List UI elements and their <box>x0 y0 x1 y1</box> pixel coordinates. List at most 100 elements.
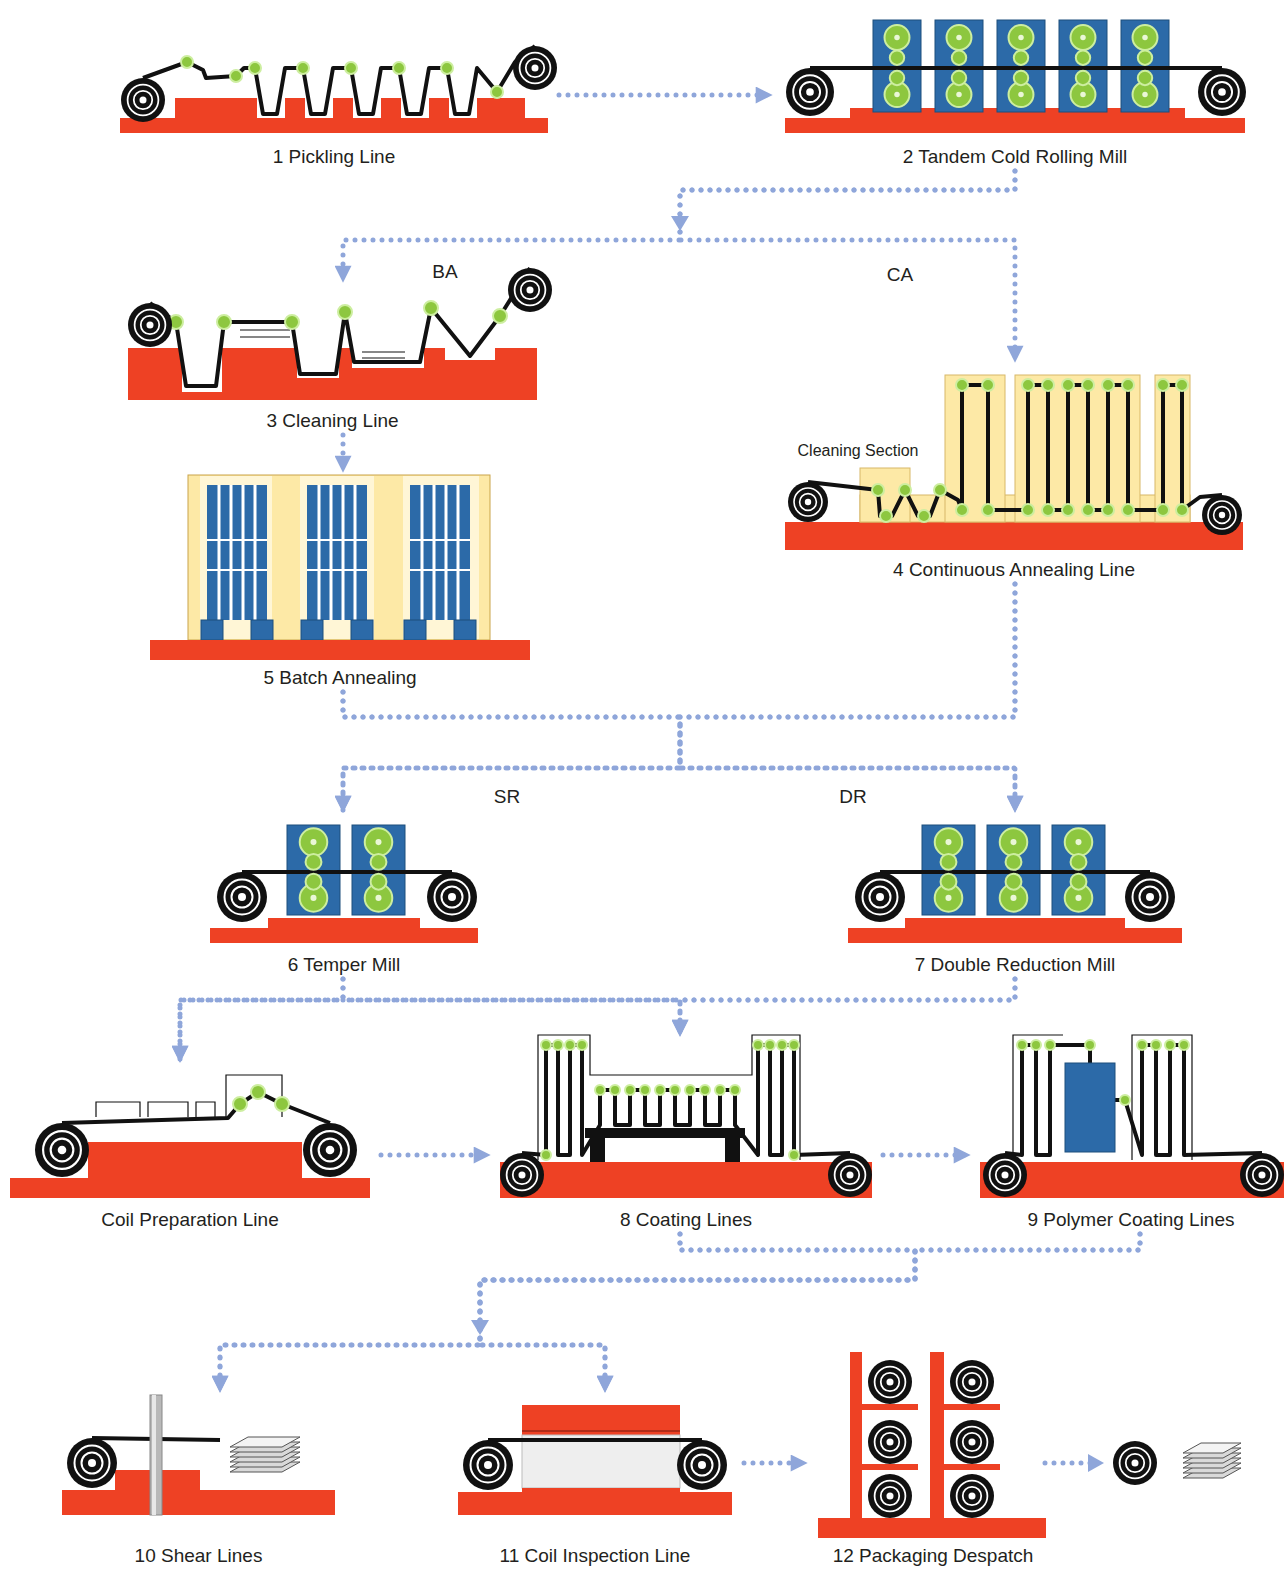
steel-strip <box>810 66 1222 70</box>
guide-roll <box>1071 874 1087 890</box>
guide-roll <box>233 1097 247 1111</box>
guide-roll <box>541 1150 551 1160</box>
coil-body <box>217 872 267 922</box>
steel-coil <box>1240 1153 1284 1197</box>
coil-core <box>526 286 533 293</box>
coil-ring <box>1214 507 1231 524</box>
guide-roll <box>541 1040 551 1050</box>
illustration-space <box>202 812 486 954</box>
coil-ring <box>1133 880 1168 915</box>
guide-roll <box>1065 828 1093 856</box>
coil-ring <box>225 880 260 915</box>
guide-roll <box>577 1040 587 1050</box>
coil-core <box>1219 512 1225 518</box>
guide-roll <box>1076 51 1090 65</box>
guide-roll <box>1062 379 1074 391</box>
shear-blade <box>150 1395 162 1515</box>
coil-ring <box>881 1373 899 1391</box>
coil-core <box>238 893 246 901</box>
coil-core <box>1218 88 1226 96</box>
guide-roll <box>880 510 892 522</box>
flow-connector <box>343 692 680 811</box>
stack-gap <box>354 485 357 620</box>
stack-gap <box>421 485 424 620</box>
guide-roll <box>1157 504 1169 516</box>
guide-roll <box>1022 379 1034 391</box>
guide-roll <box>249 62 261 74</box>
flow-connector <box>480 1234 915 1391</box>
coil-ring <box>51 1139 74 1162</box>
steel-strip <box>242 870 452 874</box>
guide-roll <box>230 70 242 82</box>
guide-roll <box>1176 379 1188 391</box>
roll-axle <box>1018 35 1023 40</box>
guide-roll <box>941 874 957 890</box>
machine-base <box>862 1464 918 1470</box>
illustration-space <box>972 1036 1286 1209</box>
coil-body <box>983 1153 1027 1197</box>
guide-roll <box>1176 504 1188 516</box>
coil-body <box>855 872 905 922</box>
flow-connector <box>480 1234 1140 1391</box>
guide-roll <box>640 1085 650 1095</box>
stack-gap <box>457 485 460 620</box>
flow-connector <box>559 93 771 98</box>
guide-roll <box>982 504 994 516</box>
coil-ring <box>319 1139 342 1162</box>
process-station: 4 Continuous Annealing Line <box>777 362 1251 581</box>
station-label: 1 Pickling Line <box>112 146 556 168</box>
steel-coil <box>868 1420 912 1464</box>
guide-roll <box>251 1085 265 1099</box>
machine-base <box>944 1404 1000 1410</box>
guide-roll <box>1082 504 1094 516</box>
guide-roll <box>899 484 911 496</box>
machine-base <box>522 1405 680 1435</box>
coil-ring <box>863 880 898 915</box>
steel-coil <box>950 1360 994 1404</box>
sheet-stack <box>230 1437 300 1447</box>
coating-table <box>585 1128 745 1138</box>
guide-roll <box>1071 854 1087 870</box>
coil-ring <box>526 59 544 77</box>
steel-coil <box>463 1440 513 1490</box>
guide-roll <box>1042 504 1054 516</box>
coil-core <box>484 1461 492 1469</box>
coil-body <box>786 68 834 116</box>
coil-ring <box>963 1487 981 1505</box>
machine-base <box>500 1162 872 1198</box>
guide-roll <box>1071 25 1096 50</box>
guide-roll <box>947 25 972 50</box>
machine-base <box>10 1178 370 1198</box>
stack-gap <box>342 485 345 620</box>
steel-coil <box>950 1420 994 1464</box>
steel-coil <box>217 872 267 922</box>
coil-core <box>968 1438 975 1445</box>
flow-arrowhead <box>1088 1454 1104 1472</box>
stack-gap <box>254 485 257 620</box>
guide-roll <box>1137 1040 1147 1050</box>
coil-ring <box>685 1448 720 1483</box>
process-station: 9 Polymer Coating Lines <box>972 1036 1286 1231</box>
steel-strip <box>62 1092 330 1123</box>
shear-blade-highlight <box>152 1395 156 1515</box>
machine-base <box>458 1492 732 1515</box>
guide-roll <box>777 1040 787 1050</box>
furnace-base <box>404 620 426 640</box>
roll-axle <box>1080 35 1085 40</box>
cleaning-section-housing <box>860 468 910 522</box>
furnace-base <box>454 620 476 640</box>
machine-base <box>150 640 530 660</box>
roll-axle <box>1142 92 1147 97</box>
bay-light <box>300 476 374 639</box>
laminator <box>1065 1063 1115 1152</box>
guide-roll <box>890 71 904 85</box>
guide-roll <box>1165 1040 1175 1050</box>
station-label: 7 Double Reduction Mill <box>840 954 1190 976</box>
guide-roll <box>217 315 231 329</box>
coil-core <box>139 96 146 103</box>
flow-connector <box>343 584 1015 811</box>
guide-roll <box>890 51 904 65</box>
guide-roll <box>1120 1095 1130 1105</box>
stack-gap <box>445 485 448 620</box>
